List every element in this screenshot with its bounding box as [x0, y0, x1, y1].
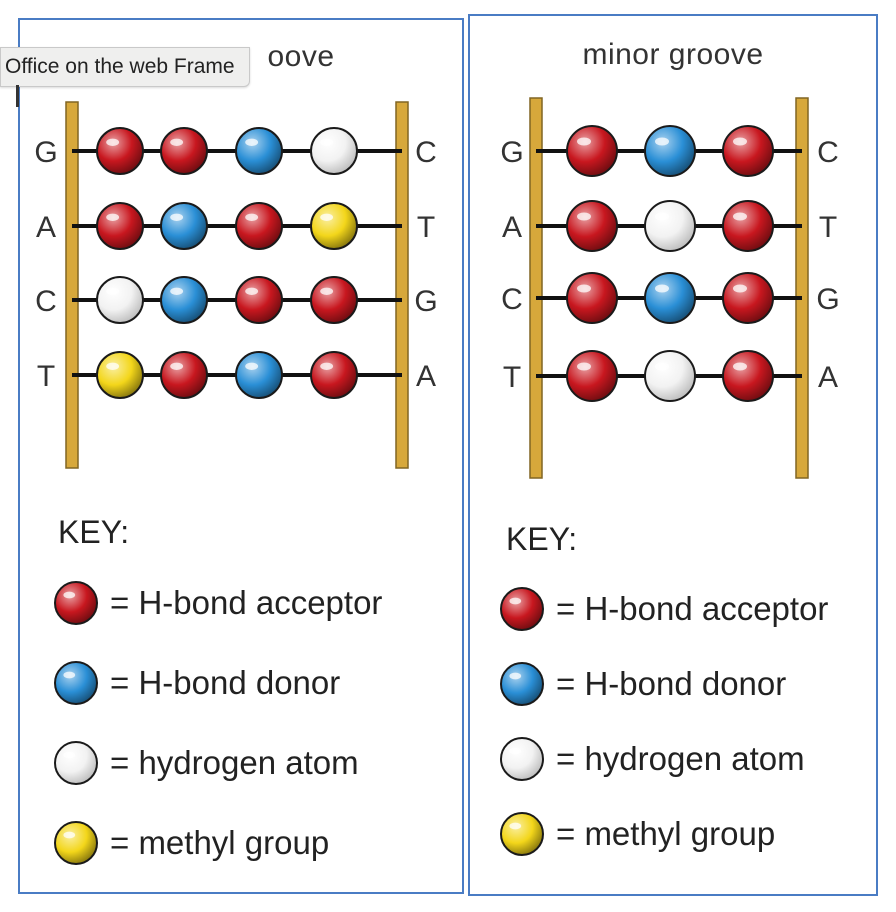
hydrogen-key-ball	[500, 737, 544, 781]
text-cursor-icon	[16, 85, 19, 107]
hydrogen-ball-icon	[500, 737, 544, 781]
acceptor-atom	[722, 125, 774, 177]
acceptor-atom	[566, 350, 618, 402]
acceptor-atom	[566, 200, 618, 252]
methyl-ball-icon	[54, 821, 98, 865]
minor-groove-ladder: G C A T C G T A	[500, 97, 840, 479]
key-row-donor: = H-bond donor	[52, 658, 340, 708]
key-row-donor: = H-bond donor	[498, 659, 786, 709]
right-base-label: T	[819, 211, 837, 244]
right-backbone	[395, 101, 409, 469]
right-base-label: T	[417, 211, 435, 244]
left-backbone	[529, 97, 543, 479]
major-groove-title: oove	[267, 40, 335, 73]
acceptor-atom	[160, 127, 208, 175]
key-row-methyl: = methyl group	[498, 809, 775, 859]
left-base-label: C	[501, 283, 523, 316]
key-row-acceptor: = H-bond acceptor	[498, 584, 828, 634]
major-groove-panel: oove G C A T C G T A KEY: = H-bond acceptor = H…	[18, 18, 464, 894]
left-base-label: T	[503, 361, 521, 394]
acceptor-atom	[96, 127, 144, 175]
methyl-atom	[96, 351, 144, 399]
left-base-label: C	[35, 285, 57, 318]
acceptor-atom	[310, 276, 358, 324]
acceptor-atom	[722, 350, 774, 402]
acceptor-atom	[235, 276, 283, 324]
acceptor-ball-icon	[500, 587, 544, 631]
hydrogen-key-ball	[54, 741, 98, 785]
left-backbone	[65, 101, 79, 469]
donor-atom	[644, 272, 696, 324]
key-label: = H-bond acceptor	[556, 590, 829, 627]
key-label: = H-bond donor	[110, 664, 341, 701]
donor-key-ball	[54, 661, 98, 705]
donor-atom	[644, 125, 696, 177]
donor-atom	[235, 127, 283, 175]
left-base-label: T	[37, 360, 55, 393]
hydrogen-atom	[644, 350, 696, 402]
right-base-label: A	[818, 361, 838, 394]
key-row-methyl: = methyl group	[52, 818, 329, 868]
acceptor-atom	[566, 125, 618, 177]
acceptor-atom	[310, 351, 358, 399]
acceptor-atom	[160, 351, 208, 399]
methyl-key-ball	[54, 821, 98, 865]
acceptor-atom	[96, 202, 144, 250]
key-row-hydrogen: = hydrogen atom	[52, 738, 359, 788]
key-label: = methyl group	[556, 815, 776, 852]
acceptor-atom	[235, 202, 283, 250]
donor-atom	[160, 202, 208, 250]
donor-ball-icon	[500, 662, 544, 706]
key-label: = hydrogen atom	[110, 744, 359, 781]
donor-atom	[160, 276, 208, 324]
key-label: = H-bond donor	[556, 665, 787, 702]
hydrogen-ball-icon	[54, 741, 98, 785]
key-row-acceptor: = H-bond acceptor	[52, 578, 382, 628]
key-row-hydrogen: = hydrogen atom	[498, 734, 805, 784]
donor-key-ball	[500, 662, 544, 706]
right-base-label: A	[416, 360, 436, 393]
hydrogen-atom	[644, 200, 696, 252]
acceptor-key-ball	[500, 587, 544, 631]
key-label: = hydrogen atom	[556, 740, 805, 777]
key-label: = H-bond acceptor	[110, 584, 383, 621]
right-base-label: G	[414, 285, 437, 318]
acceptor-atom	[722, 272, 774, 324]
key-title: KEY:	[58, 514, 130, 550]
minor-groove-panel: minor groove G C A T C G T A KEY: = H-bond acce…	[468, 14, 878, 896]
donor-ball-icon	[54, 661, 98, 705]
acceptor-key-ball	[54, 581, 98, 625]
left-base-label: G	[500, 136, 523, 169]
acceptor-ball-icon	[54, 581, 98, 625]
right-base-label: C	[817, 136, 839, 169]
frame-tooltip: Office on the web Frame	[0, 47, 250, 87]
right-base-label: C	[415, 136, 437, 169]
acceptor-atom	[722, 200, 774, 252]
methyl-atom	[310, 202, 358, 250]
hydrogen-atom	[310, 127, 358, 175]
left-base-label: G	[34, 136, 57, 169]
key-title: KEY:	[506, 521, 578, 557]
right-backbone	[795, 97, 809, 479]
right-base-label: G	[816, 283, 839, 316]
methyl-ball-icon	[500, 812, 544, 856]
left-base-label: A	[502, 211, 522, 244]
key-label: = methyl group	[110, 824, 330, 861]
methyl-key-ball	[500, 812, 544, 856]
major-groove-ladder: G C A T C G T A	[34, 101, 438, 469]
minor-groove-title: minor groove	[582, 38, 764, 71]
left-base-label: A	[36, 211, 56, 244]
acceptor-atom	[566, 272, 618, 324]
hydrogen-atom	[96, 276, 144, 324]
donor-atom	[235, 351, 283, 399]
